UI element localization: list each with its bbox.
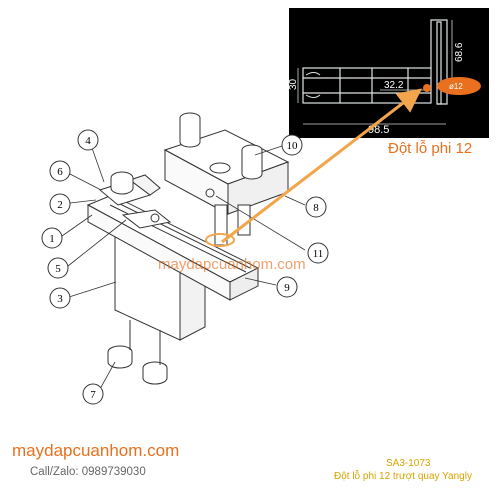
punch-assembly-drawing bbox=[86, 112, 290, 385]
svg-text:1: 1 bbox=[49, 233, 55, 245]
dim-segment: 32.2 bbox=[384, 80, 404, 91]
profile-inset-panel: 30 98.5 32.2 68.6 ø12 bbox=[288, 8, 489, 138]
callout-8: 8 bbox=[305, 196, 327, 218]
dim-height: 30 bbox=[288, 78, 299, 90]
callout-1: 1 bbox=[41, 227, 63, 249]
callout-6: 6 bbox=[49, 160, 71, 182]
brand-name: maydapcuanhom.com bbox=[12, 441, 180, 460]
svg-text:6: 6 bbox=[57, 166, 63, 178]
callout-11: 11 bbox=[307, 242, 329, 264]
product-description: Đột lỗ phi 12 trượt quay Yangly bbox=[334, 471, 472, 482]
product-code: SA3-1073 bbox=[386, 458, 431, 469]
pointer-arrow bbox=[221, 88, 422, 244]
callout-5: 5 bbox=[47, 257, 69, 279]
inset-caption: Đột lỗ phi 12 bbox=[388, 140, 473, 157]
svg-text:9: 9 bbox=[284, 282, 290, 294]
contact-line: Call/Zalo: 0989739030 bbox=[30, 466, 146, 478]
callout-4: 4 bbox=[77, 129, 99, 151]
leader-lines bbox=[61, 144, 306, 390]
callout-circles: 4 6 2 1 5 3 7 10 8 11 9 bbox=[41, 129, 329, 405]
callout-9: 9 bbox=[276, 276, 298, 298]
svg-text:2: 2 bbox=[57, 199, 63, 211]
svg-text:8: 8 bbox=[313, 202, 319, 214]
svg-text:11: 11 bbox=[313, 248, 324, 260]
callout-2: 2 bbox=[49, 193, 71, 215]
svg-text:10: 10 bbox=[287, 140, 299, 152]
callout-10: 10 bbox=[281, 134, 303, 156]
callout-7: 7 bbox=[82, 383, 104, 405]
callout-3: 3 bbox=[49, 287, 71, 309]
dim-hole: ø12 bbox=[449, 82, 463, 91]
svg-text:4: 4 bbox=[85, 135, 91, 147]
svg-text:7: 7 bbox=[90, 389, 96, 401]
svg-text:3: 3 bbox=[57, 293, 63, 305]
punch-hole-highlight bbox=[205, 233, 235, 247]
watermark: maydapcuanhom.com bbox=[158, 256, 306, 273]
hole-marker bbox=[437, 77, 481, 95]
dim-vertical: 68.6 bbox=[454, 42, 465, 62]
svg-text:5: 5 bbox=[55, 263, 61, 275]
